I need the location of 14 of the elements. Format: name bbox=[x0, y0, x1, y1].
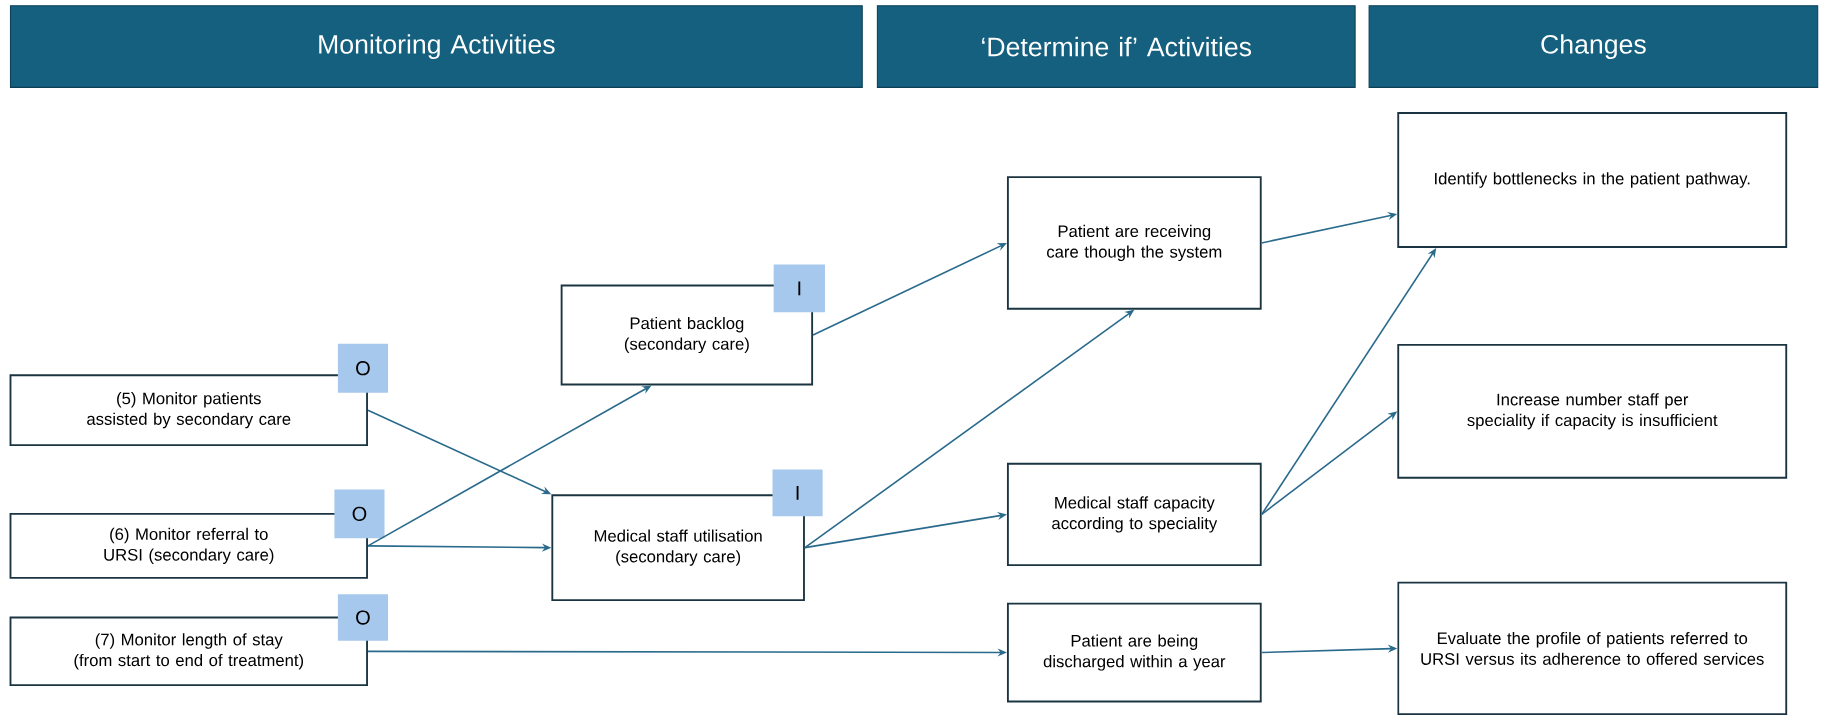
column-header: ‘Determine if’ Activities bbox=[876, 5, 1356, 88]
letter-badge: I bbox=[772, 469, 823, 517]
letter-badge: I bbox=[773, 264, 825, 313]
process-box: Medical staff capacity according to speciality bbox=[1006, 462, 1262, 567]
process-box: Identify bottlenecks in the patient pathway. bbox=[1397, 112, 1788, 248]
letter-badge: O bbox=[337, 343, 388, 393]
process-box: Increase number staff per speciality if capacity is insufficient bbox=[1397, 343, 1788, 479]
process-box: Evaluate the profile of patients referred to URSI versus its adherence to offered services bbox=[1397, 581, 1788, 715]
letter-badge: O bbox=[337, 594, 388, 641]
process-box: Patient are receiving care though the system bbox=[1006, 176, 1262, 310]
column-header: Monitoring Activities bbox=[9, 5, 863, 88]
column-header: Changes bbox=[1368, 5, 1819, 88]
letter-badge: O bbox=[334, 489, 385, 539]
process-box: Patient are being discharged within a year bbox=[1006, 602, 1262, 703]
